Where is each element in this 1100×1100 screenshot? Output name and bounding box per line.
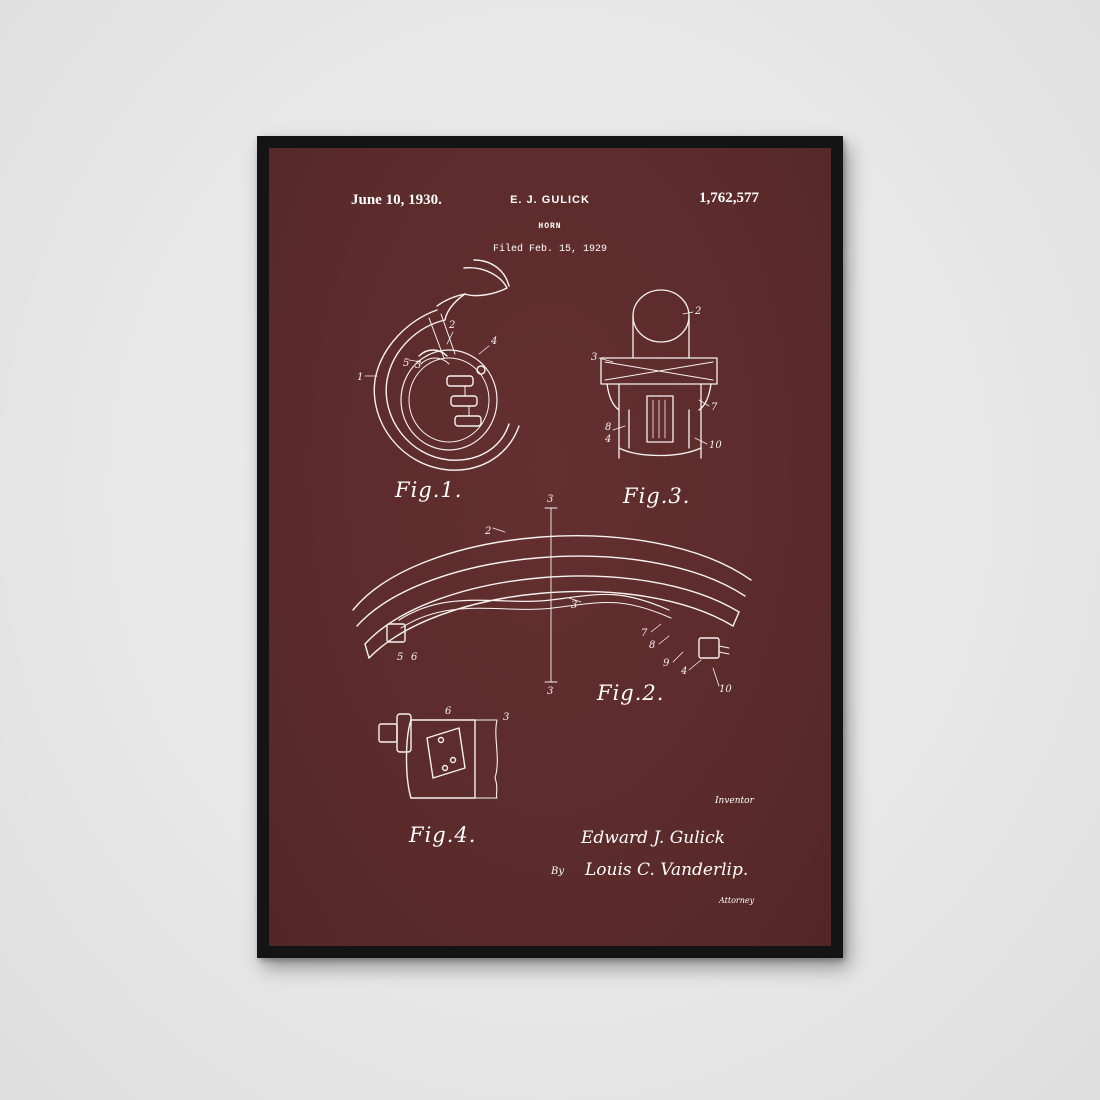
svg-text:4: 4 bbox=[680, 666, 687, 677]
inventor-signature: Edward J. Gulick bbox=[581, 828, 725, 848]
svg-text:3: 3 bbox=[415, 360, 421, 371]
svg-text:5: 5 bbox=[403, 358, 409, 369]
svg-text:4: 4 bbox=[490, 336, 497, 347]
svg-text:9: 9 bbox=[663, 658, 670, 669]
svg-text:2: 2 bbox=[694, 306, 701, 317]
patent-number: 1,762,577 bbox=[699, 190, 759, 206]
svg-text:3: 3 bbox=[547, 494, 553, 505]
svg-text:2: 2 bbox=[448, 320, 455, 331]
patent-date: June 10, 1930. bbox=[351, 192, 442, 208]
svg-text:10: 10 bbox=[719, 684, 732, 695]
by-label: By bbox=[551, 866, 564, 877]
svg-text:4: 4 bbox=[604, 434, 611, 445]
patent-poster: June 10, 1930. E. J. GULICK 1,762,577 HO… bbox=[269, 148, 831, 946]
fig4-bracket-drawing: 6 3 bbox=[378, 706, 509, 799]
inventor-caption: Inventor bbox=[715, 796, 754, 806]
svg-text:3: 3 bbox=[591, 352, 597, 363]
fig3-rim-section-drawing: 2 3 7 8 4 10 bbox=[591, 289, 722, 459]
svg-text:1: 1 bbox=[357, 372, 363, 383]
svg-text:3: 3 bbox=[503, 712, 509, 723]
svg-text:7: 7 bbox=[641, 628, 648, 639]
svg-text:8: 8 bbox=[649, 640, 655, 651]
filed-date: Filed Feb. 15, 1929 bbox=[492, 244, 608, 255]
fig4-label: Fig.4. bbox=[409, 823, 477, 847]
attorney-signature: Louis C. Vanderlip. bbox=[585, 860, 749, 880]
svg-text:6: 6 bbox=[411, 652, 418, 663]
picture-frame: June 10, 1930. E. J. GULICK 1,762,577 HO… bbox=[257, 136, 843, 958]
inventor-name: E. J. GULICK bbox=[510, 194, 590, 206]
svg-text:3: 3 bbox=[547, 686, 553, 697]
svg-text:6: 6 bbox=[445, 706, 452, 717]
attorney-caption: Attorney bbox=[719, 896, 755, 905]
patent-drawings: 1 5 3 2 4 2 3 7 bbox=[352, 259, 752, 799]
svg-text:2: 2 bbox=[484, 526, 491, 537]
fig2-curved-section-drawing: 3 3 2 3 5 6 7 8 9 4 10 bbox=[352, 494, 752, 697]
svg-text:5: 5 bbox=[397, 652, 403, 663]
svg-text:8: 8 bbox=[605, 422, 611, 433]
fig2-label: Fig.2. bbox=[597, 681, 665, 705]
fig1-horn-drawing: 1 5 3 2 4 bbox=[357, 259, 520, 471]
fig1-label: Fig.1. bbox=[395, 478, 463, 502]
svg-text:7: 7 bbox=[711, 402, 718, 413]
svg-text:10: 10 bbox=[709, 440, 722, 451]
svg-text:3: 3 bbox=[571, 600, 577, 611]
patent-title: HORN bbox=[538, 222, 562, 231]
fig3-label: Fig.3. bbox=[623, 484, 691, 508]
